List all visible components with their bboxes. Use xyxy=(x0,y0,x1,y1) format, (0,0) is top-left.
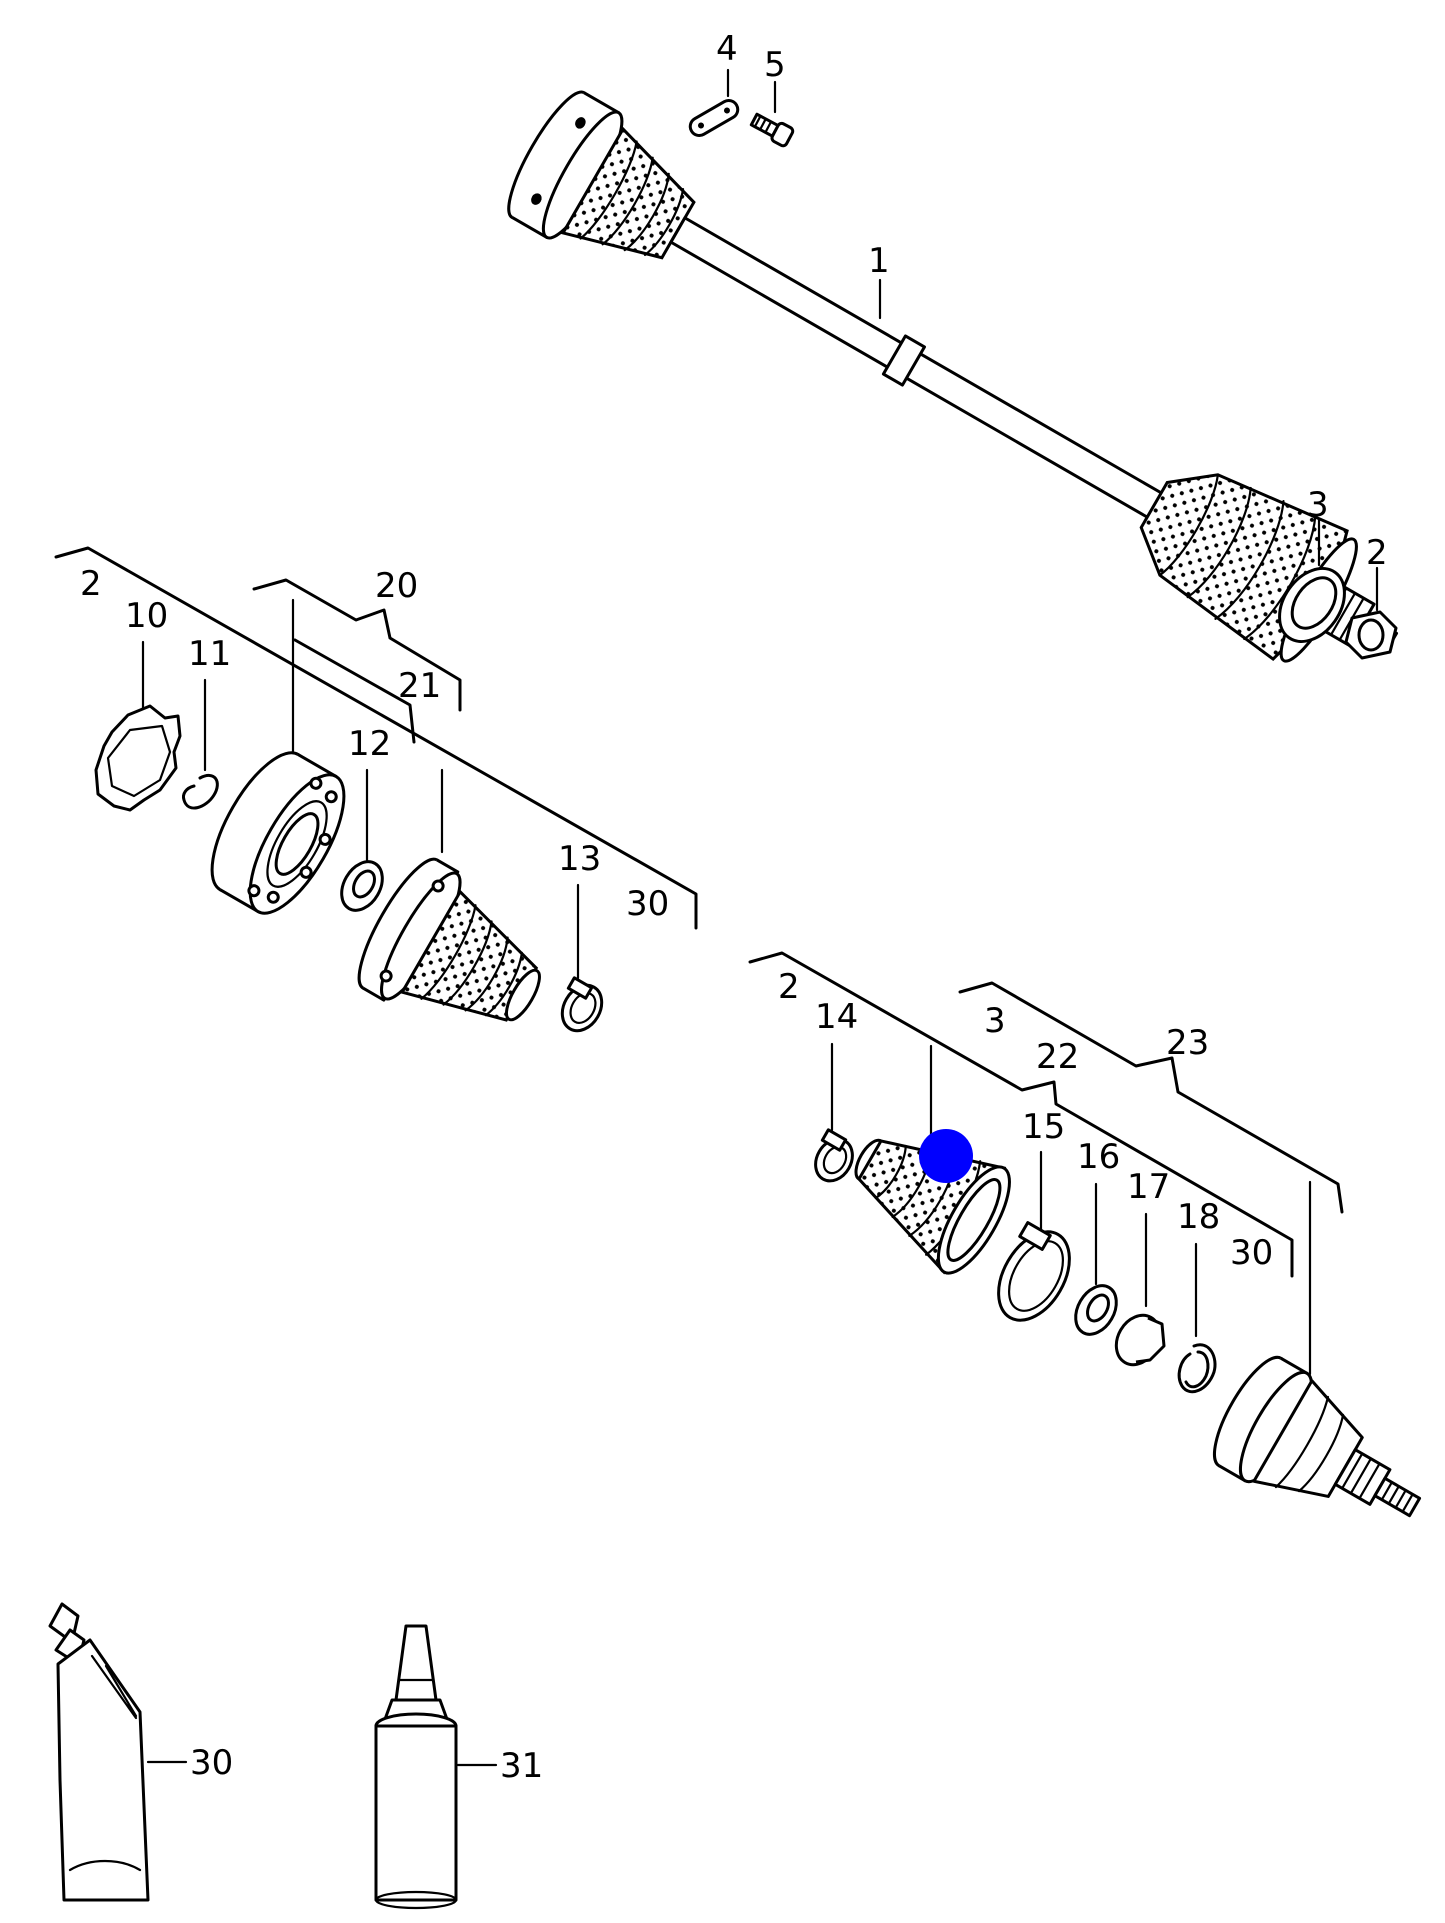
label-30-b: 30 xyxy=(1230,1233,1273,1273)
label-5: 5 xyxy=(764,45,786,85)
label-30-c: 30 xyxy=(190,1743,233,1783)
label-2-top: 2 xyxy=(1366,533,1388,573)
label-22: 22 xyxy=(1036,1037,1079,1077)
sealant-bottle xyxy=(374,1624,458,1910)
bracket-2-b xyxy=(748,951,1294,1278)
protective-boot-22 xyxy=(854,1138,1011,1275)
bracket-21 xyxy=(293,638,416,744)
label-2-a: 2 xyxy=(80,564,102,604)
label-15: 15 xyxy=(1022,1107,1065,1147)
label-12: 12 xyxy=(348,724,391,764)
gasket xyxy=(94,704,182,812)
bracket-20 xyxy=(252,578,462,712)
circlip xyxy=(182,773,219,810)
label-17: 17 xyxy=(1127,1167,1170,1207)
label-31: 31 xyxy=(500,1746,543,1786)
label-23: 23 xyxy=(1166,1023,1209,1063)
label-20: 20 xyxy=(375,566,418,606)
retainer-plate xyxy=(688,99,740,137)
label-13: 13 xyxy=(558,839,601,879)
label-3-top: 3 xyxy=(1307,485,1329,525)
hex-nut xyxy=(1344,610,1398,660)
outer-cv-joint xyxy=(1212,1355,1422,1518)
spacer-ring xyxy=(1278,567,1346,643)
label-10: 10 xyxy=(125,596,168,636)
washer-12 xyxy=(340,860,384,912)
circlip-18 xyxy=(1177,1343,1217,1394)
dished-washer-17 xyxy=(1114,1313,1166,1367)
label-4: 4 xyxy=(716,29,738,69)
label-21: 21 xyxy=(398,666,441,706)
washer-16 xyxy=(1074,1284,1118,1336)
label-16: 16 xyxy=(1077,1137,1120,1177)
label-3-b: 3 xyxy=(984,1001,1006,1041)
label-30-a: 30 xyxy=(626,884,669,924)
label-1: 1 xyxy=(868,241,890,281)
bolt xyxy=(749,112,795,148)
label-11: 11 xyxy=(188,634,231,674)
label-18: 18 xyxy=(1177,1197,1220,1237)
cv-joint xyxy=(210,751,346,915)
hose-clamp-14 xyxy=(814,1128,854,1183)
label-2-b: 2 xyxy=(778,967,800,1007)
label-14: 14 xyxy=(815,997,858,1037)
hose-clamp-15 xyxy=(997,1221,1071,1322)
protective-boot-21 xyxy=(357,857,541,1022)
highlight-marker xyxy=(919,1129,973,1183)
grease-tube xyxy=(48,1602,150,1902)
hose-clamp-13 xyxy=(560,976,604,1033)
bracket-23 xyxy=(958,981,1344,1214)
bracket-2-a xyxy=(54,546,698,930)
